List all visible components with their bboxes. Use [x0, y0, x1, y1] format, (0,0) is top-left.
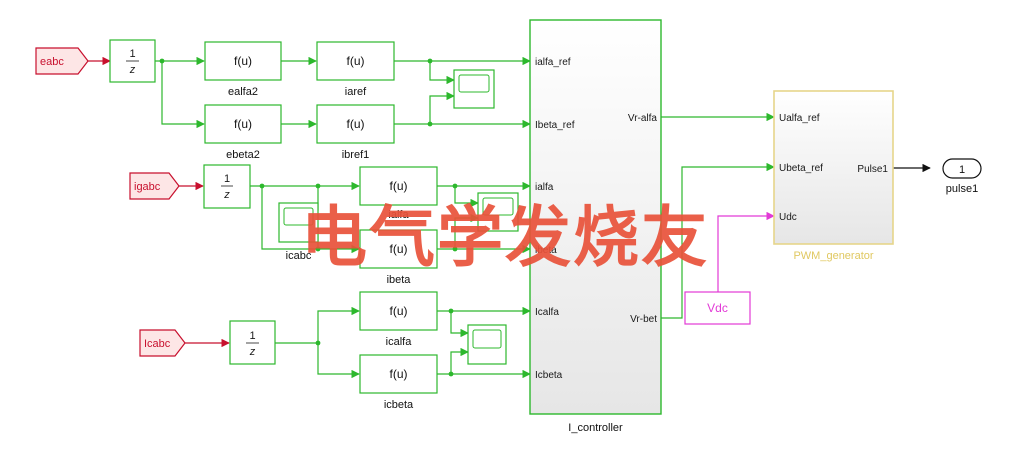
inport-igabc-label: igabc: [134, 181, 161, 193]
unit-delay-3-den: z: [249, 346, 256, 358]
controller-port-icalfa: Icalfa: [535, 307, 559, 318]
controller-port-ialfa: ialfa: [535, 182, 554, 193]
controller-port-ialfa-ref: ialfa_ref: [535, 57, 571, 68]
fcn-iaref[interactable]: f(u) iaref: [316, 41, 395, 98]
inport-igabc[interactable]: igabc: [129, 172, 180, 200]
i-controller-name: I_controller: [568, 422, 623, 434]
pwm-port-ubeta-ref: Ubeta_ref: [779, 163, 823, 174]
controller-port-ibeta: ibeta: [535, 245, 557, 256]
fcn-ialfa-name: ialfa: [388, 209, 409, 221]
watermark-text: 电气学发烧友: [301, 199, 709, 276]
unit-delay-1-num: 1: [129, 48, 135, 60]
fcn-ialfa-expr: f(u): [390, 179, 408, 193]
scope-ic[interactable]: [467, 324, 507, 365]
vdc-constant[interactable]: Vdc: [684, 291, 751, 325]
fcn-ibref1-expr: f(u): [347, 117, 365, 131]
unit-delay-1[interactable]: 1 z: [109, 39, 156, 83]
outport-pulse1[interactable]: 1 pulse1: [942, 158, 982, 195]
controller-port-vr-alfa: Vr-alfa: [628, 113, 658, 124]
outport-name: pulse1: [946, 183, 978, 195]
scope-icabc[interactable]: icabc: [278, 202, 319, 262]
fcn-ibref1-name: ibref1: [342, 149, 370, 161]
unit-delay-2-num: 1: [224, 173, 230, 185]
pwm-port-pulse1: Pulse1: [857, 164, 888, 175]
unit-delay-3-num: 1: [249, 330, 255, 342]
inport-icabc[interactable]: Icabc: [139, 329, 186, 357]
pwm-generator-name: PWM_generator: [793, 250, 873, 262]
vdc-label: Vdc: [707, 301, 728, 315]
i-controller-subsystem[interactable]: ialfa_ref Ibeta_ref ialfa ibeta Icalfa I…: [529, 19, 662, 434]
fcn-ibref1[interactable]: f(u) ibref1: [316, 104, 395, 161]
controller-port-vr-bet: Vr-bet: [630, 314, 657, 325]
unit-delay-3[interactable]: 1 z: [229, 320, 276, 365]
inport-eabc[interactable]: eabc: [35, 47, 89, 75]
pwm-port-udc: Udc: [779, 212, 797, 223]
fcn-ebeta2[interactable]: f(u) ebeta2: [204, 104, 282, 161]
outport-number: 1: [959, 164, 965, 176]
fcn-icbeta-name: icbeta: [384, 399, 414, 411]
controller-port-icbeta: Icbeta: [535, 370, 563, 381]
fcn-icbeta-expr: f(u): [390, 367, 408, 381]
fcn-icalfa-name: icalfa: [386, 336, 413, 348]
unit-delay-2-den: z: [223, 189, 230, 201]
fcn-ibeta[interactable]: f(u) ibeta: [359, 229, 438, 286]
inport-icabc-label: Icabc: [144, 338, 171, 350]
fcn-iaref-expr: f(u): [347, 54, 365, 68]
fcn-icalfa-expr: f(u): [390, 304, 408, 318]
fcn-ealfa2[interactable]: f(u) ealfa2: [204, 41, 282, 98]
fcn-iaref-name: iaref: [345, 86, 367, 98]
fcn-ebeta2-expr: f(u): [234, 117, 252, 131]
branch-points: [159, 58, 458, 377]
scope-ig[interactable]: [477, 192, 519, 232]
pwm-generator-subsystem[interactable]: Ualfa_ref Ubeta_ref Udc Pulse1 PWM_gener…: [773, 90, 894, 262]
fcn-ialfa[interactable]: f(u) ialfa: [359, 166, 438, 221]
inport-eabc-label: eabc: [40, 56, 64, 68]
fcn-ealfa2-expr: f(u): [234, 54, 252, 68]
fcn-ebeta2-name: ebeta2: [226, 149, 260, 161]
unit-delay-2[interactable]: 1 z: [203, 164, 251, 209]
fcn-ibeta-expr: f(u): [390, 242, 408, 256]
unit-delay-1-den: z: [129, 64, 136, 76]
scope-icabc-name: icabc: [286, 250, 312, 262]
controller-port-ibeta-ref: Ibeta_ref: [535, 120, 575, 131]
fcn-ealfa2-name: ealfa2: [228, 86, 258, 98]
fcn-icbeta[interactable]: f(u) icbeta: [359, 354, 438, 411]
pwm-port-ualfa-ref: Ualfa_ref: [779, 113, 820, 124]
fcn-ibeta-name: ibeta: [387, 274, 412, 286]
scope-ref[interactable]: [453, 69, 495, 109]
fcn-icalfa[interactable]: f(u) icalfa: [359, 291, 438, 348]
